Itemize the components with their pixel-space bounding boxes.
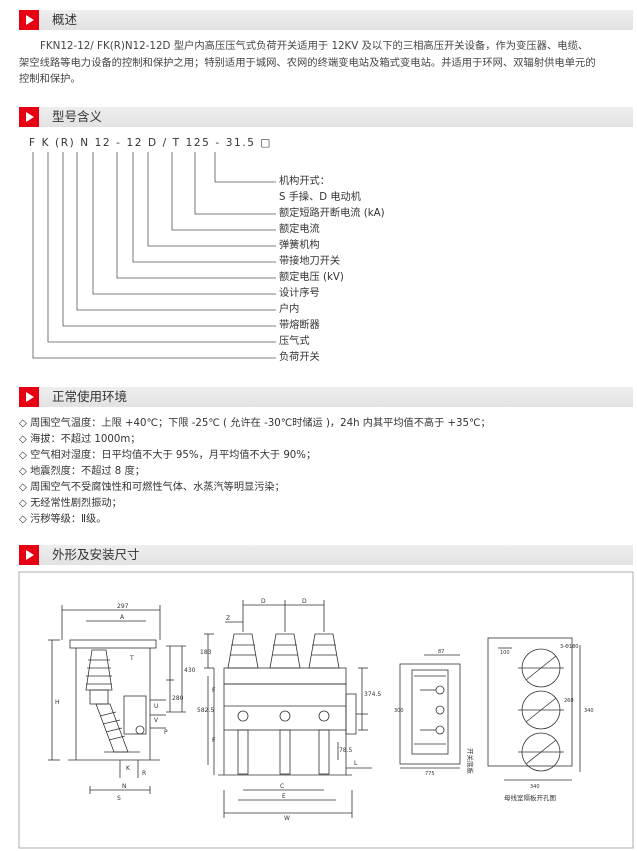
dim-label: D [302, 598, 307, 605]
legend-item: 带熔断器 [279, 320, 320, 331]
dim-label: W [284, 815, 290, 822]
dim-label: U [154, 703, 158, 710]
cutout-side-label: 开关底板 [466, 748, 475, 775]
dim-label: 340 [530, 784, 540, 790]
legend-item: 弹簧机构 [279, 240, 320, 251]
plan-view [399, 654, 461, 769]
dim-label: 100 [500, 650, 510, 656]
dim-label: 280 [172, 695, 184, 702]
condition-item: ◇ 海拔：不超过 1000m； [19, 434, 141, 445]
cutout-caption: 母线室隔板开孔图 [504, 793, 556, 802]
dim-label: 297 [117, 603, 129, 610]
play-arrow-icon [19, 107, 39, 127]
play-arrow-icon [19, 10, 39, 30]
section-header-model: 型号含义 [19, 107, 633, 127]
condition-item: ◇ 空气相对湿度：日平均值不大于 95%，月平均值不大于 90%； [19, 450, 317, 461]
legend-item: 额定电压 (kV) [279, 272, 344, 283]
front-view-labels: Z D D 183 374.5 582.5 F F 78.5 L C E W [197, 598, 381, 822]
section-header-environment: 正常使用环境 [19, 387, 633, 407]
condition-item: ◇ 周围空气温度：上限 +40℃；下限 -25℃ ( 允许在 -30℃时储运 )… [19, 418, 491, 429]
legend-item: 额定电流 [279, 224, 320, 235]
play-arrow-icon [19, 387, 39, 407]
dim-label: 87 [438, 649, 444, 655]
dim-label: 374.5 [364, 691, 381, 698]
condition-item: ◇ 地震烈度：不超过 8 度； [19, 466, 145, 477]
cutout-labels: 3-Φ180 100 340 260 340 [500, 644, 594, 790]
dim-label: R [142, 770, 146, 777]
legend-item: 压气式 [279, 336, 310, 347]
legend-item: 负荷开关 [279, 352, 320, 363]
overview-paragraph: FKN12-12/ FK(R)N12-12D 型户内高压压气式负荷开关适用于 1… [19, 38, 631, 88]
front-view [204, 600, 372, 818]
dim-label: 582.5 [197, 707, 214, 714]
dim-label: K [126, 765, 131, 772]
dim-label: D [261, 598, 266, 605]
side-view-labels: 297 A T 430 280 H U V P K R N S [55, 603, 196, 802]
condition-item: ◇ 无经常性剧烈振动； [19, 498, 122, 509]
section-title: 型号含义 [52, 109, 103, 124]
dim-label: 183 [200, 649, 212, 656]
plan-view-labels: 87 300 775 [394, 649, 444, 777]
dim-label: T [129, 655, 134, 662]
legend-item: 带接地刀开关 [279, 256, 341, 267]
play-arrow-icon [19, 545, 39, 565]
legend-item: 额定短路开断电流 (kA) [279, 208, 385, 219]
dim-label: C [280, 783, 284, 790]
dim-label: 340 [584, 708, 594, 714]
dim-label: A [120, 614, 125, 621]
section-title: 外形及安装尺寸 [52, 547, 140, 562]
dim-label: N [122, 783, 127, 790]
condition-item: ◇ 周围空气不受腐蚀性和可燃性气体、水蒸汽等明显污染； [19, 482, 285, 493]
dim-label: P [164, 729, 168, 736]
dim-label: E [282, 793, 286, 800]
overview-line: FKN12-12/ FK(R)N12-12D 型户内高压压气式负荷开关适用于 1… [40, 40, 589, 52]
cutout-view [487, 637, 581, 781]
legend-item: S 手操、D 电动机 [279, 192, 361, 203]
overview-line: 架空线路等电力设备的控制和保护之用；特别适用于城网、农网的终端变电站及箱式变电站… [19, 56, 596, 69]
dim-label: Z [226, 615, 230, 622]
dim-label: H [55, 699, 60, 706]
dim-label: 260 [564, 698, 574, 704]
section-header-dimensions: 外形及安装尺寸 [19, 545, 633, 565]
dim-label: 78.5 [339, 747, 353, 754]
dim-label: F [212, 737, 216, 744]
dim-label: 3-Φ180 [560, 644, 578, 650]
legend-item: 户内 [279, 304, 300, 315]
legend-item: 机构开式： [279, 176, 330, 187]
model-code: F K (R) N 12 - 12 D / T 125 - 31.5 □ [29, 137, 272, 149]
dim-label: 300 [394, 708, 404, 714]
overview-line: 控制和保护。 [19, 73, 81, 85]
section-header-overview: 概述 [19, 10, 633, 30]
side-view [48, 605, 186, 794]
dim-label: 775 [425, 771, 435, 777]
dim-label: V [154, 717, 159, 724]
section-title: 正常使用环境 [52, 389, 128, 404]
dim-label: L [354, 760, 358, 767]
dim-label: 430 [184, 667, 196, 674]
section-title: 概述 [52, 12, 78, 27]
dim-label: F [212, 687, 216, 694]
dim-label: S [117, 795, 121, 802]
legend-item: 设计序号 [279, 288, 320, 299]
condition-item: ◇ 污秽等级：Ⅱ级。 [19, 514, 107, 525]
